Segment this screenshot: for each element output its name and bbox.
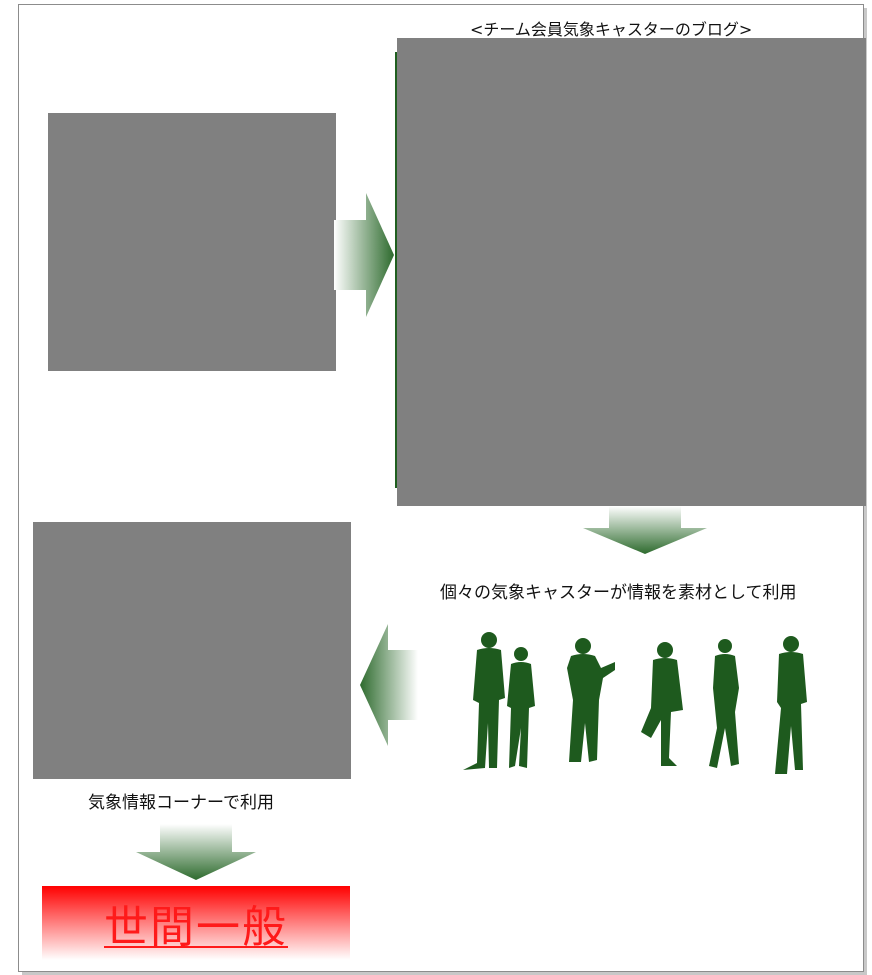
public-label: 世間一般 xyxy=(104,902,288,953)
people-silhouettes-icon xyxy=(463,632,807,774)
corner-caption: 気象情報コーナーで利用 xyxy=(88,793,274,813)
tv-image-placeholder xyxy=(33,522,351,779)
frame-shadow xyxy=(22,972,867,975)
blog-border-line xyxy=(395,52,397,488)
public-box: 世間一般 xyxy=(42,886,350,960)
blog-image-placeholder xyxy=(397,38,866,506)
arrow-down-icon xyxy=(136,824,256,880)
arrow-down-icon xyxy=(583,506,707,554)
source-image-placeholder xyxy=(48,113,336,371)
caster-caption: 個々の気象キャスターが情報を素材として利用 xyxy=(440,583,797,603)
arrow-right-icon xyxy=(334,193,394,317)
blog-caption: <チーム会員気象キャスターのブログ> xyxy=(470,20,753,39)
arrow-left-icon xyxy=(360,624,418,746)
